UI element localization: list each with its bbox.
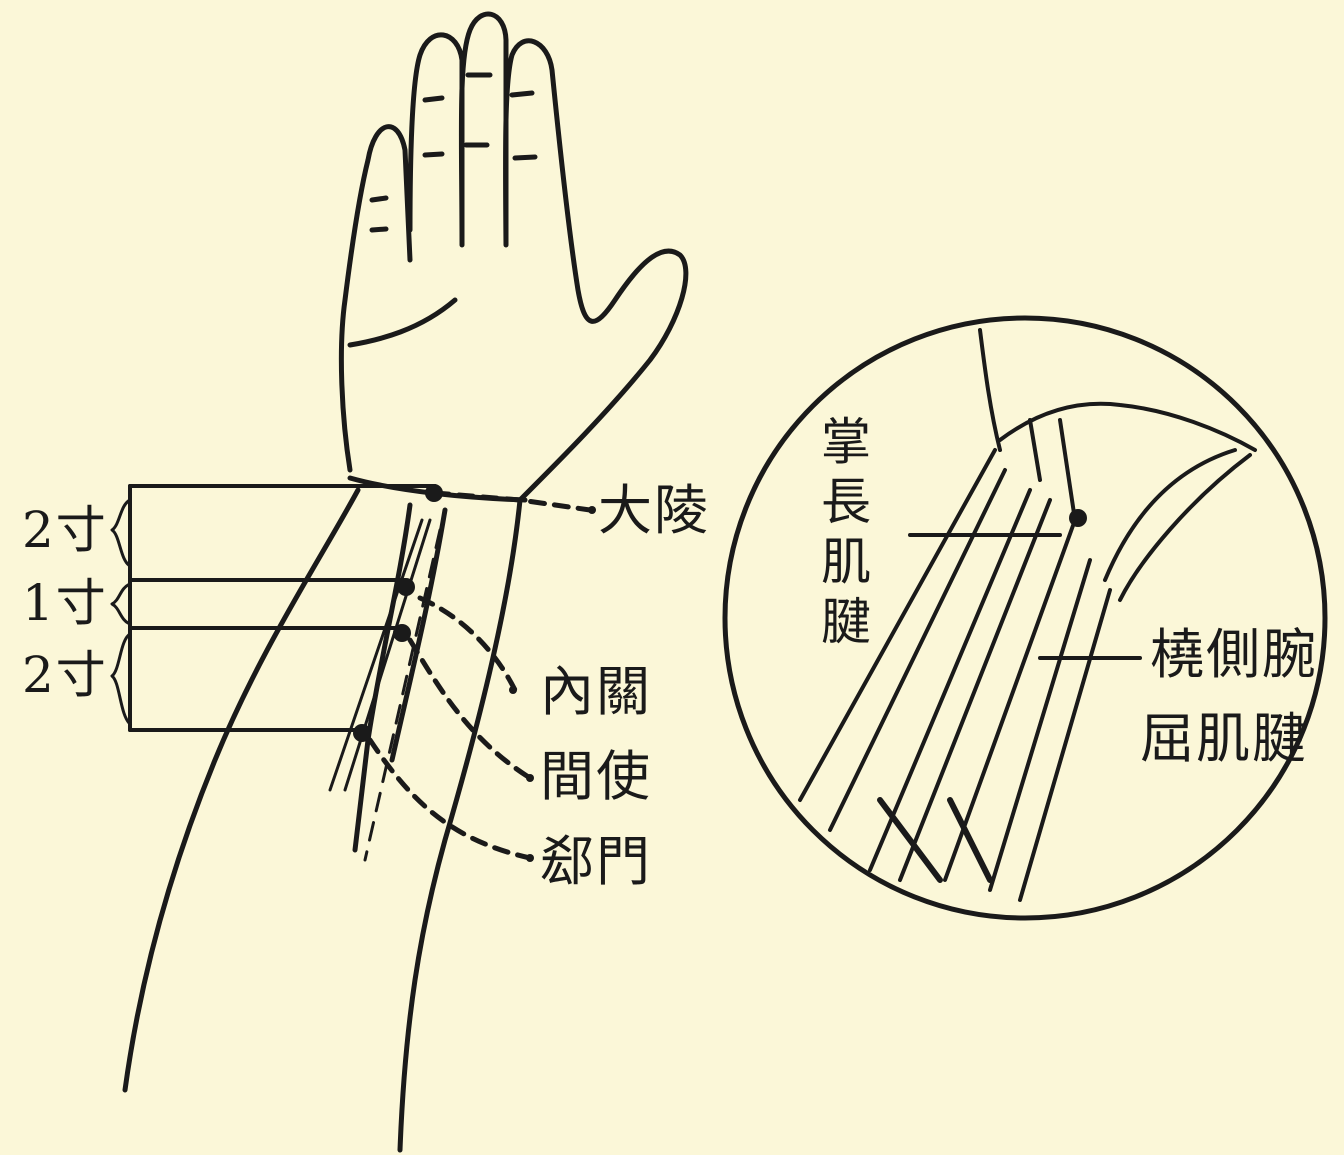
forearm-inner-left <box>352 502 413 853</box>
inset-point-dot <box>1069 509 1087 527</box>
inset-circle <box>722 315 1328 921</box>
leader-neiguan <box>417 595 518 693</box>
point-daling-dot <box>425 484 443 502</box>
point-label-ximen: 郄門 <box>540 830 652 893</box>
leader-jianshi <box>407 637 533 781</box>
leader-ximen <box>367 737 533 861</box>
measure-label-3: 2寸 <box>22 646 108 704</box>
acupoint-dots <box>353 484 1087 862</box>
measure-label-1: 2寸 <box>22 501 108 559</box>
point-label-jianshi: 間使 <box>540 745 652 808</box>
point-label-neiguan: 內關 <box>540 660 652 723</box>
forearm-outline-right <box>397 497 523 1153</box>
inset-label-fcr-line1: 橈側腕 <box>1150 623 1318 686</box>
inset-label-fcr-line2: 屈肌腱 <box>1140 707 1308 770</box>
point-label-daling: 大陵 <box>598 479 710 542</box>
forearm-outline-left <box>122 487 361 1093</box>
inset-label-palmaris-longus: 掌長肌腱 <box>821 413 871 651</box>
point-ximen-dot <box>353 724 371 742</box>
finger-creases <box>369 72 538 233</box>
measure-label-2: 1寸 <box>22 574 108 632</box>
leader-daling <box>432 490 593 513</box>
palm-crease <box>347 297 458 348</box>
point-jianshi-dot <box>393 624 411 642</box>
point-neiguan-dot <box>397 578 415 596</box>
inset-anatomy <box>798 328 1257 902</box>
hand-outline <box>338 11 689 503</box>
forearm-inner-right <box>389 507 448 763</box>
